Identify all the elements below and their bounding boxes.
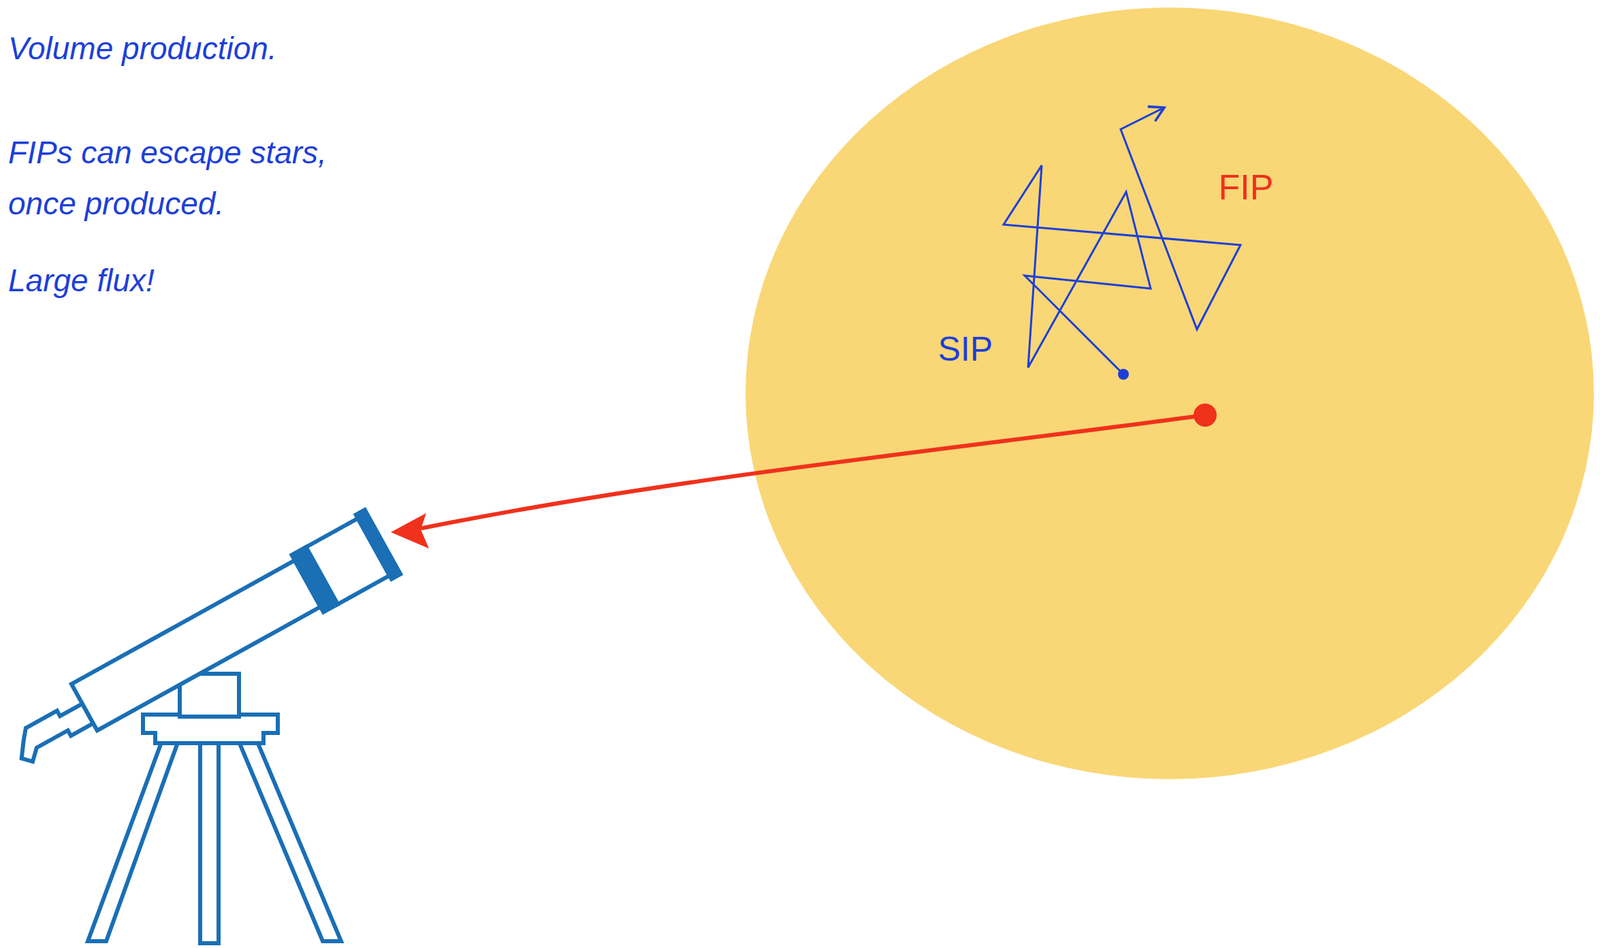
particle-label: SIP (938, 328, 994, 370)
random-walk-path (1003, 107, 1241, 375)
note-text: Large flux! (8, 262, 155, 300)
fip-origin-dot (1193, 403, 1217, 427)
fip-arrowhead (390, 513, 429, 549)
fip-path (422, 415, 1206, 529)
note-text: once produced. (8, 185, 224, 223)
particle-label: FIP (1218, 166, 1274, 209)
star (745, 7, 1594, 780)
sip-origin-dot (1117, 369, 1129, 380)
note-text: FIPs can escape stars, (8, 134, 327, 172)
telescope (0, 509, 401, 944)
note-text: Volume production. (8, 29, 278, 68)
